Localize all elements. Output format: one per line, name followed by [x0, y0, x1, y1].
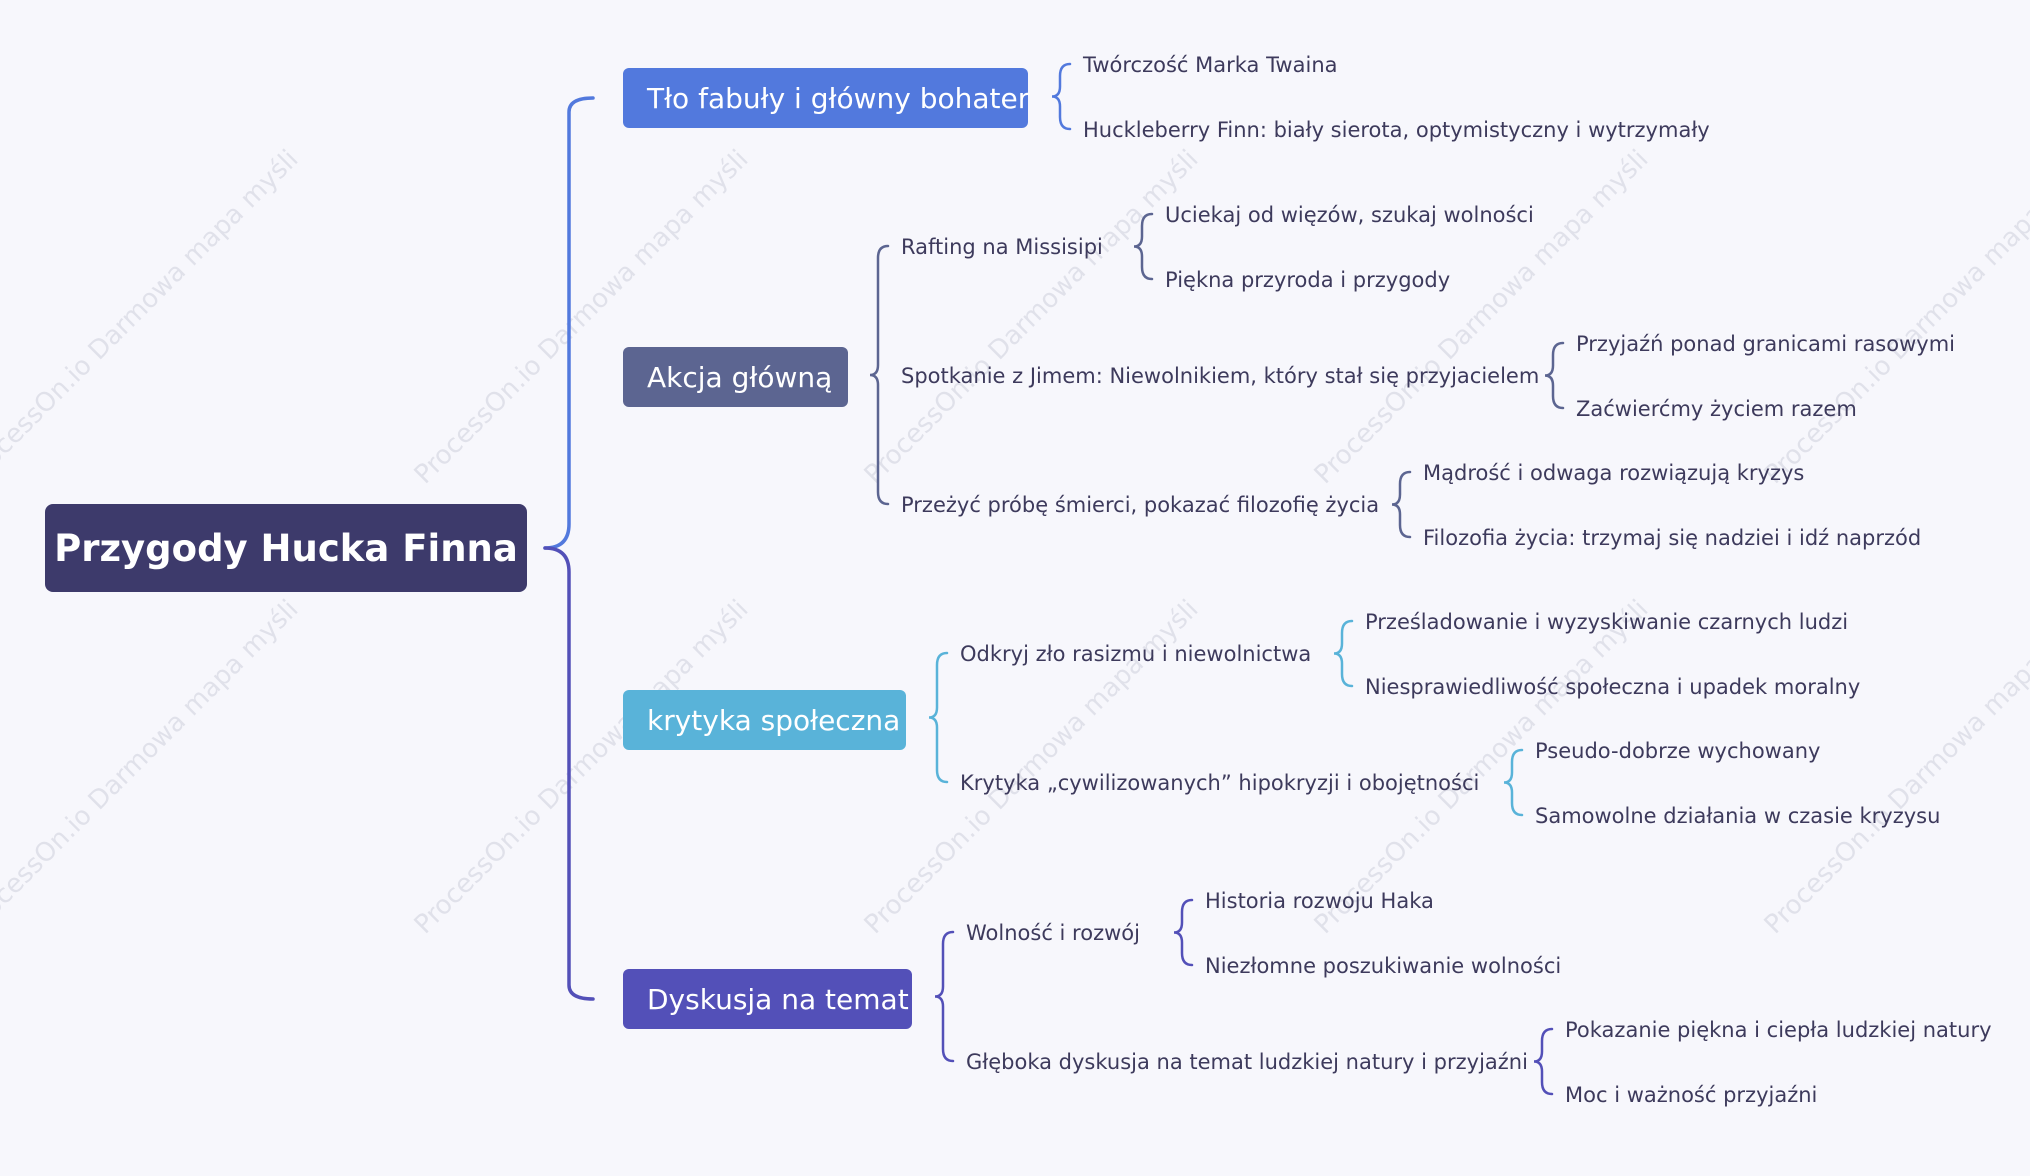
- leaf-4-2-1[interactable]: Pokazanie piękna i ciepła ludzkiej natur…: [1565, 1018, 1992, 1042]
- leaf-2-1-2[interactable]: Piękna przyroda i przygody: [1165, 268, 1451, 292]
- brace-branch-1: [1051, 62, 1072, 131]
- leaf-2-2-1[interactable]: Przyjaźń ponad granicami rasowymi: [1576, 332, 1955, 356]
- leaf-3-1-1[interactable]: Prześladowanie i wyzyskiwanie czarnych l…: [1365, 610, 1849, 634]
- subtopic-2-1[interactable]: Rafting na Missisipi: [901, 235, 1103, 259]
- branch-topic-2[interactable]: Akcja główną: [623, 347, 848, 407]
- brace-2-3: [1391, 470, 1412, 539]
- leaf-3-1-2[interactable]: Niesprawiedliwość społeczna i upadek mor…: [1365, 675, 1861, 699]
- leaf-2-2-2[interactable]: Zaćwierćmy życiem razem: [1576, 397, 1857, 421]
- leaf-2-3-1[interactable]: Mądrość i odwaga rozwiązują kryzys: [1423, 461, 1805, 485]
- leaf-2-3-2[interactable]: Filozofia życia: trzymaj się nadziei i i…: [1423, 526, 1922, 550]
- brace-2-2: [1544, 341, 1565, 410]
- subtopic-3-1[interactable]: Odkryj zło rasizmu i niewolnictwa: [960, 642, 1312, 666]
- brace-branch-4: [934, 930, 955, 1063]
- leaf-4-2-2[interactable]: Moc i ważność przyjaźni: [1565, 1083, 1818, 1107]
- subtopic-3-2[interactable]: Krytyka „cywilizowanych” hipokryzji i ob…: [960, 771, 1480, 795]
- leaf-3-2-2[interactable]: Samowolne działania w czasie kryzysu: [1535, 804, 1941, 828]
- branch-topic-4[interactable]: Dyskusja na temat: [623, 969, 912, 1029]
- trunk-lower: [543, 546, 595, 1001]
- leaf-4-1-1[interactable]: Historia rozwoju Haka: [1205, 889, 1434, 913]
- subtopic-1-1[interactable]: Twórczość Marka Twaina: [1083, 53, 1338, 77]
- root-topic[interactable]: Przygody Hucka Finna: [45, 504, 527, 592]
- subtopic-4-1[interactable]: Wolność i rozwój: [966, 921, 1140, 945]
- leaf-3-2-1[interactable]: Pseudo-dobrze wychowany: [1535, 739, 1821, 763]
- branch-topic-1[interactable]: Tło fabuły i główny bohater: [623, 68, 1029, 128]
- branch-topic-3[interactable]: krytyka społeczna: [623, 690, 906, 750]
- brace-3-1: [1333, 619, 1354, 688]
- leaf-4-1-2[interactable]: Niezłomne poszukiwanie wolności: [1205, 954, 1562, 978]
- brace-branch-3: [928, 651, 949, 784]
- brace-4-1: [1173, 898, 1194, 967]
- subtopic-1-2[interactable]: Huckleberry Finn: biały sierota, optymis…: [1083, 118, 1710, 142]
- trunk-upper: [543, 96, 595, 550]
- subtopic-2-3[interactable]: Przeżyć próbę śmierci, pokazać filozofię…: [901, 493, 1380, 517]
- subtopic-4-2[interactable]: Głęboka dyskusja na temat ludzkiej natur…: [966, 1050, 1528, 1074]
- brace-4-2: [1533, 1027, 1554, 1096]
- brace-branch-2: [869, 244, 890, 506]
- leaf-2-1-1[interactable]: Uciekaj od więzów, szukaj wolności: [1165, 203, 1534, 227]
- brace-2-1: [1133, 212, 1154, 281]
- brace-3-2: [1503, 748, 1524, 817]
- subtopic-2-2[interactable]: Spotkanie z Jimem: Niewolnikiem, który s…: [901, 364, 1540, 388]
